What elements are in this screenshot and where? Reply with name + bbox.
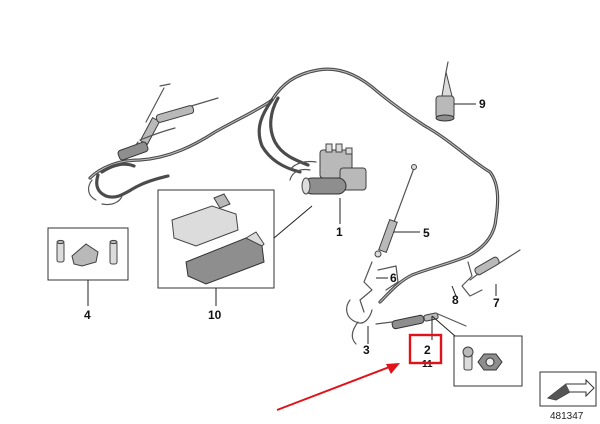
parts-box-4 [47,227,129,281]
callout-8: 8 [452,293,459,307]
callout-10: 10 [208,308,222,322]
hydraulic-hose-line [87,67,500,304]
hydraulic-pump-unit [289,143,367,195]
parts-box-11 [453,335,523,387]
arrow-wedge-icon [539,371,597,407]
callout-6: 6 [390,271,397,285]
left-strut-assembly [117,83,219,161]
callout-3: 3 [363,343,370,357]
callout-7: 7 [493,296,500,310]
control-valve [435,61,455,122]
parts-box-10 [157,189,275,289]
lift-strut [374,164,417,258]
callout-4: 4 [84,308,91,322]
callout-2: 2 [424,343,431,357]
side-strut [469,249,521,281]
lower-bracket-assembly [346,261,483,345]
diagram-code: 481347 [550,411,584,422]
callout-1: 1 [336,225,343,239]
callout-11: 11 [422,359,433,370]
leader-lines [87,103,497,344]
callout-9: 9 [479,97,486,111]
red-pointer-arrow-icon [276,363,400,411]
highlight-box [408,333,443,365]
callout-5: 5 [423,226,430,240]
